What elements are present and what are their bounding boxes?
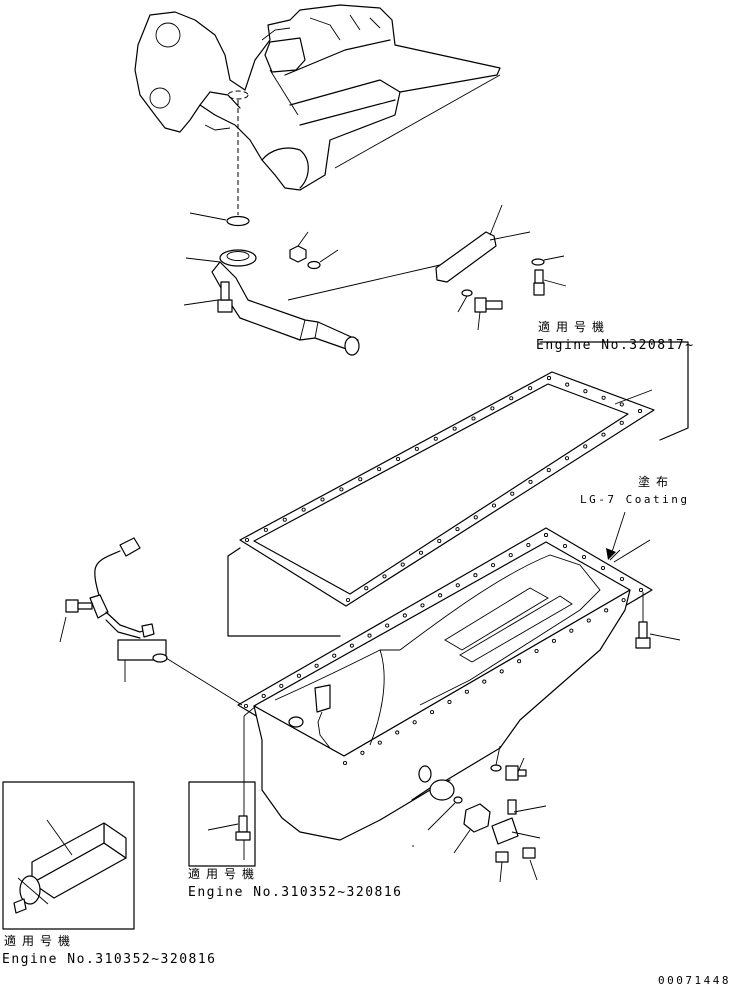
pan-bolt-hole: [569, 628, 574, 633]
pan-bolt-hole: [455, 583, 460, 588]
gasket-bolt-hole: [382, 574, 387, 579]
gasket-bolt-hole: [565, 382, 570, 387]
gasket-bolt-hole: [395, 456, 401, 462]
drain-fittings: [411, 745, 547, 883]
pan-bolt-hole: [342, 760, 348, 766]
coating-label: LG-7 Coating: [580, 493, 690, 506]
gasket-bolt-hole: [244, 537, 250, 543]
pan-bolt-hole: [562, 543, 568, 549]
gasket-bolt-hole: [601, 395, 606, 400]
engine-block: [134, 4, 501, 191]
gasket-bolt-hole: [345, 597, 351, 603]
gasket-bolt-hole: [491, 503, 497, 508]
detail-box-sensor: [2, 781, 135, 930]
pan-bolt-hole: [473, 573, 478, 578]
pan-bolt-hole: [491, 563, 496, 568]
gasket-bolt-hole: [339, 487, 344, 492]
gasket-bolt-hole: [377, 467, 382, 472]
gasket-bolt-hole: [301, 507, 306, 512]
pan-bolt-hole: [508, 553, 513, 558]
pan-bolt-hole: [581, 554, 587, 560]
gasket-bolt-hole: [437, 538, 442, 543]
gasket-bolt-hole: [452, 426, 457, 431]
pan-bolt-hole: [482, 679, 487, 684]
gasket-bolt-hole: [564, 456, 570, 461]
pan-bolt-hole: [360, 750, 365, 755]
gasket-bolt-hole: [263, 527, 268, 532]
applicability-label-jp-bottom: 適用号機: [4, 934, 77, 948]
engine-range-mid: Engine No.310352~320816: [188, 885, 403, 900]
oil-strainer-assembly: [183, 90, 567, 356]
gasket-bolt-hole: [490, 406, 495, 411]
pan-bolt-hole: [543, 532, 549, 538]
applicability-label-jp-mid: 適用号機: [188, 867, 261, 881]
gasket-bolt-hole: [528, 479, 533, 484]
applicability-label-jp-top: 適用号機: [538, 320, 611, 334]
pan-bolt-hole: [395, 730, 400, 735]
pan-bolt-hole: [296, 673, 301, 678]
pan-bolt-hole: [243, 703, 249, 709]
gasket-bolt-hole: [414, 446, 419, 451]
pan-bolt-hole: [349, 643, 354, 648]
gasket-bolt-hole: [510, 491, 515, 496]
pan-bolt-hole: [619, 576, 625, 582]
pan-bolt-right: [635, 592, 681, 649]
pan-bolt-hole: [638, 587, 644, 593]
pan-bolt-hole: [551, 638, 556, 643]
pan-bolt-hole: [377, 740, 382, 745]
pan-bolt-hole: [332, 653, 337, 658]
gasket-bolt-hole: [637, 408, 643, 414]
engine-range-top: Engine No.320817~: [536, 338, 695, 353]
gasket-bolt-hole: [320, 497, 325, 502]
detail-box-bolt: [188, 781, 256, 867]
pan-bolt-hole: [526, 543, 531, 548]
pan-bolt-hole: [420, 603, 425, 608]
gasket-bolt-hole: [509, 396, 514, 401]
figure-number: 00071448: [658, 974, 731, 987]
pan-bolt-hole: [438, 593, 443, 598]
pan-bolt-hole: [464, 689, 469, 694]
pan-bolt-hole: [314, 663, 319, 668]
pan-bolt-hole: [279, 683, 284, 688]
pan-bolt-hole: [586, 618, 591, 623]
pan-bolt-hole: [517, 659, 522, 664]
oil-pan-gasket: [227, 341, 689, 637]
gasket-bolt-hole: [358, 477, 363, 482]
pan-bolt-hole: [261, 693, 266, 698]
pan-bolt-hole: [600, 565, 606, 571]
pan-bolt-hole: [447, 699, 452, 704]
gasket-bolt-hole: [583, 389, 588, 394]
gasket-bolt-hole: [619, 402, 624, 407]
gasket-bolt-hole: [528, 386, 533, 391]
coating-label-jp: 塗布: [638, 475, 675, 489]
pan-bolt-hole: [621, 598, 626, 603]
pan-bolt-hole: [385, 623, 390, 628]
oil-level-sensor: [59, 537, 243, 706]
gasket-bolt-hole: [471, 416, 476, 421]
gasket-bolt-hole: [455, 527, 460, 532]
gasket-bolt-hole: [601, 432, 606, 437]
engine-range-bottom: Engine No.310352~320816: [2, 952, 217, 967]
pan-bolt-hole: [367, 633, 372, 638]
pan-bolt-hole: [402, 613, 407, 618]
gasket-bolt-hole: [364, 586, 369, 591]
gasket-bolt-hole: [546, 468, 551, 473]
gasket-bolt-hole: [400, 562, 405, 567]
coating-arrow: [606, 511, 626, 560]
gasket-bolt-hole: [418, 550, 424, 555]
pan-bolt-hole: [430, 710, 435, 715]
gasket-bolt-hole: [583, 444, 588, 449]
gasket-bolt-hole: [546, 375, 552, 381]
gasket-bolt-hole: [473, 515, 478, 520]
pan-bolt-hole: [604, 608, 609, 613]
gasket-bolt-hole: [619, 420, 624, 425]
pan-bolt-hole: [412, 720, 417, 725]
pan-bolt-hole: [534, 649, 539, 654]
gasket-bolt-hole: [282, 517, 287, 522]
gasket-bolt-hole: [433, 436, 438, 441]
pan-bolt-hole: [499, 669, 504, 674]
